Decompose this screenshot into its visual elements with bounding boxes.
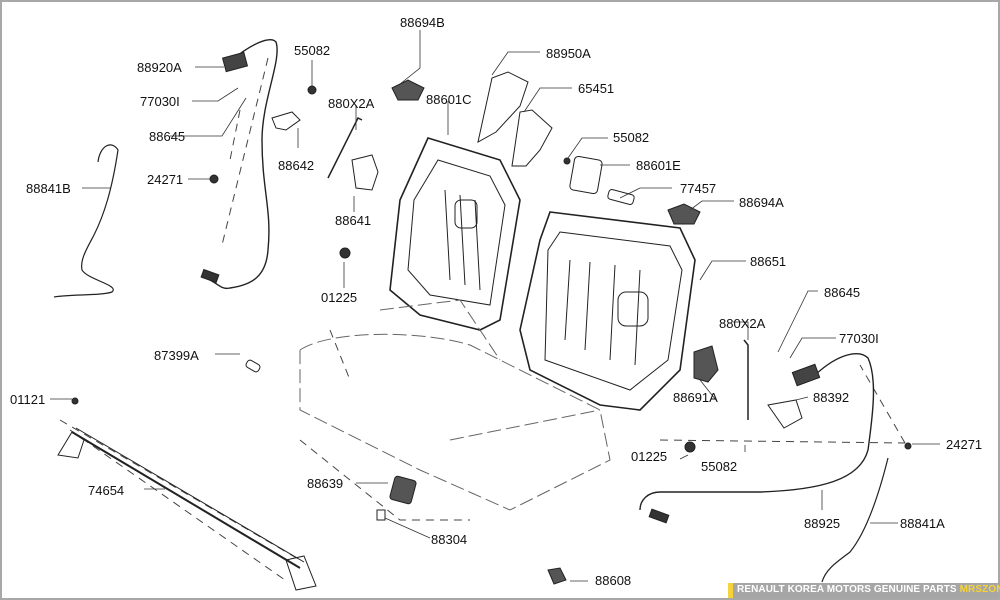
seatback-frame-right: [519, 211, 696, 411]
part-label-88645-left[interactable]: 88645: [149, 129, 186, 144]
part-label-74654[interactable]: 74654: [88, 483, 125, 498]
part-label-88601C[interactable]: 88601C: [426, 92, 472, 107]
footer-text: RENAULT KOREA MOTORS GENUINE PARTS MRSZO…: [737, 584, 1000, 595]
part-label-87399A[interactable]: 87399A: [154, 348, 199, 363]
part-88642-shape: [271, 111, 301, 131]
part-88691A-shape: [693, 345, 719, 383]
rod-880X2A-right: [743, 339, 749, 420]
footer-brand: MRSZONE: [959, 584, 1000, 595]
part-88694B-shape: [391, 79, 425, 101]
part-label-77030I-right[interactable]: 77030I: [839, 331, 879, 346]
part-label-88920A[interactable]: 88920A: [137, 60, 182, 75]
part-label-88925[interactable]: 88925: [804, 516, 841, 531]
part-88641-shape: [351, 154, 379, 191]
part-label-88841A[interactable]: 88841A: [900, 516, 945, 531]
assembly-lines: [59, 57, 906, 581]
part-88304-shape: [376, 509, 386, 521]
part-label-55082-right[interactable]: 55082: [613, 130, 650, 145]
part-label-77457[interactable]: 77457: [680, 181, 717, 196]
footer-caption: RENAULT KOREA MOTORS GENUINE PARTS: [737, 584, 957, 595]
cable-88920A: [200, 39, 278, 290]
part-88950A-shape: [477, 71, 529, 143]
part-label-88639[interactable]: 88639: [307, 476, 344, 491]
part-74654-bar: [57, 427, 317, 591]
part-88601E-shape: [569, 155, 603, 195]
part-label-65451[interactable]: 65451: [578, 81, 615, 96]
part-label-55082-top[interactable]: 55082: [294, 43, 331, 58]
seat-cushion-outline: [299, 299, 611, 511]
part-label-88950A[interactable]: 88950A: [546, 46, 591, 61]
part-88608-shape: [547, 567, 567, 585]
part-label-88694A[interactable]: 88694A: [739, 195, 784, 210]
part-label-880X2A-left[interactable]: 880X2A: [328, 96, 375, 111]
seatback-frame-left: [389, 137, 521, 331]
part-77457-shape: [607, 188, 635, 206]
part-87399A-shape: [245, 359, 261, 373]
cable-88925: [639, 353, 875, 524]
part-label-01225-left[interactable]: 01225: [321, 290, 358, 305]
part-label-88645-right[interactable]: 88645: [824, 285, 861, 300]
part-label-01225-right[interactable]: 01225: [631, 449, 668, 464]
part-label-88641[interactable]: 88641: [335, 213, 372, 228]
part-88392-shape: [767, 399, 803, 429]
part-label-88642[interactable]: 88642: [278, 158, 315, 173]
part-label-88691A[interactable]: 88691A: [673, 390, 718, 405]
part-label-01121[interactable]: 01121: [10, 392, 46, 407]
part-label-55082-bottom[interactable]: 55082: [701, 459, 738, 474]
footer-accent-bar: [728, 583, 733, 598]
part-label-77030I-left[interactable]: 77030I: [140, 94, 180, 109]
part-label-88304[interactable]: 88304: [431, 532, 468, 547]
part-88694A-shape: [667, 203, 701, 225]
part-label-88841B[interactable]: 88841B: [26, 181, 71, 196]
part-label-88694B[interactable]: 88694B: [400, 15, 445, 30]
part-65451-shape: [511, 109, 553, 167]
watermark-footer: RENAULT KOREA MOTORS GENUINE PARTS MRSZO…: [728, 583, 1000, 598]
part-label-24271-right[interactable]: 24271: [946, 437, 983, 452]
leader-lines: [50, 30, 940, 582]
small-hardware: [71, 85, 912, 453]
part-88639-shape: [389, 475, 417, 505]
part-label-88608[interactable]: 88608: [595, 573, 632, 588]
part-label-88601E[interactable]: 88601E: [636, 158, 681, 173]
cable-88841B: [53, 144, 119, 298]
part-label-88392[interactable]: 88392: [813, 390, 850, 405]
cable-88841A: [821, 457, 889, 583]
rod-880X2A-left: [327, 116, 363, 179]
part-label-24271-left[interactable]: 24271: [147, 172, 184, 187]
part-label-88651[interactable]: 88651: [750, 254, 787, 269]
part-label-880X2A-right[interactable]: 880X2A: [719, 316, 766, 331]
